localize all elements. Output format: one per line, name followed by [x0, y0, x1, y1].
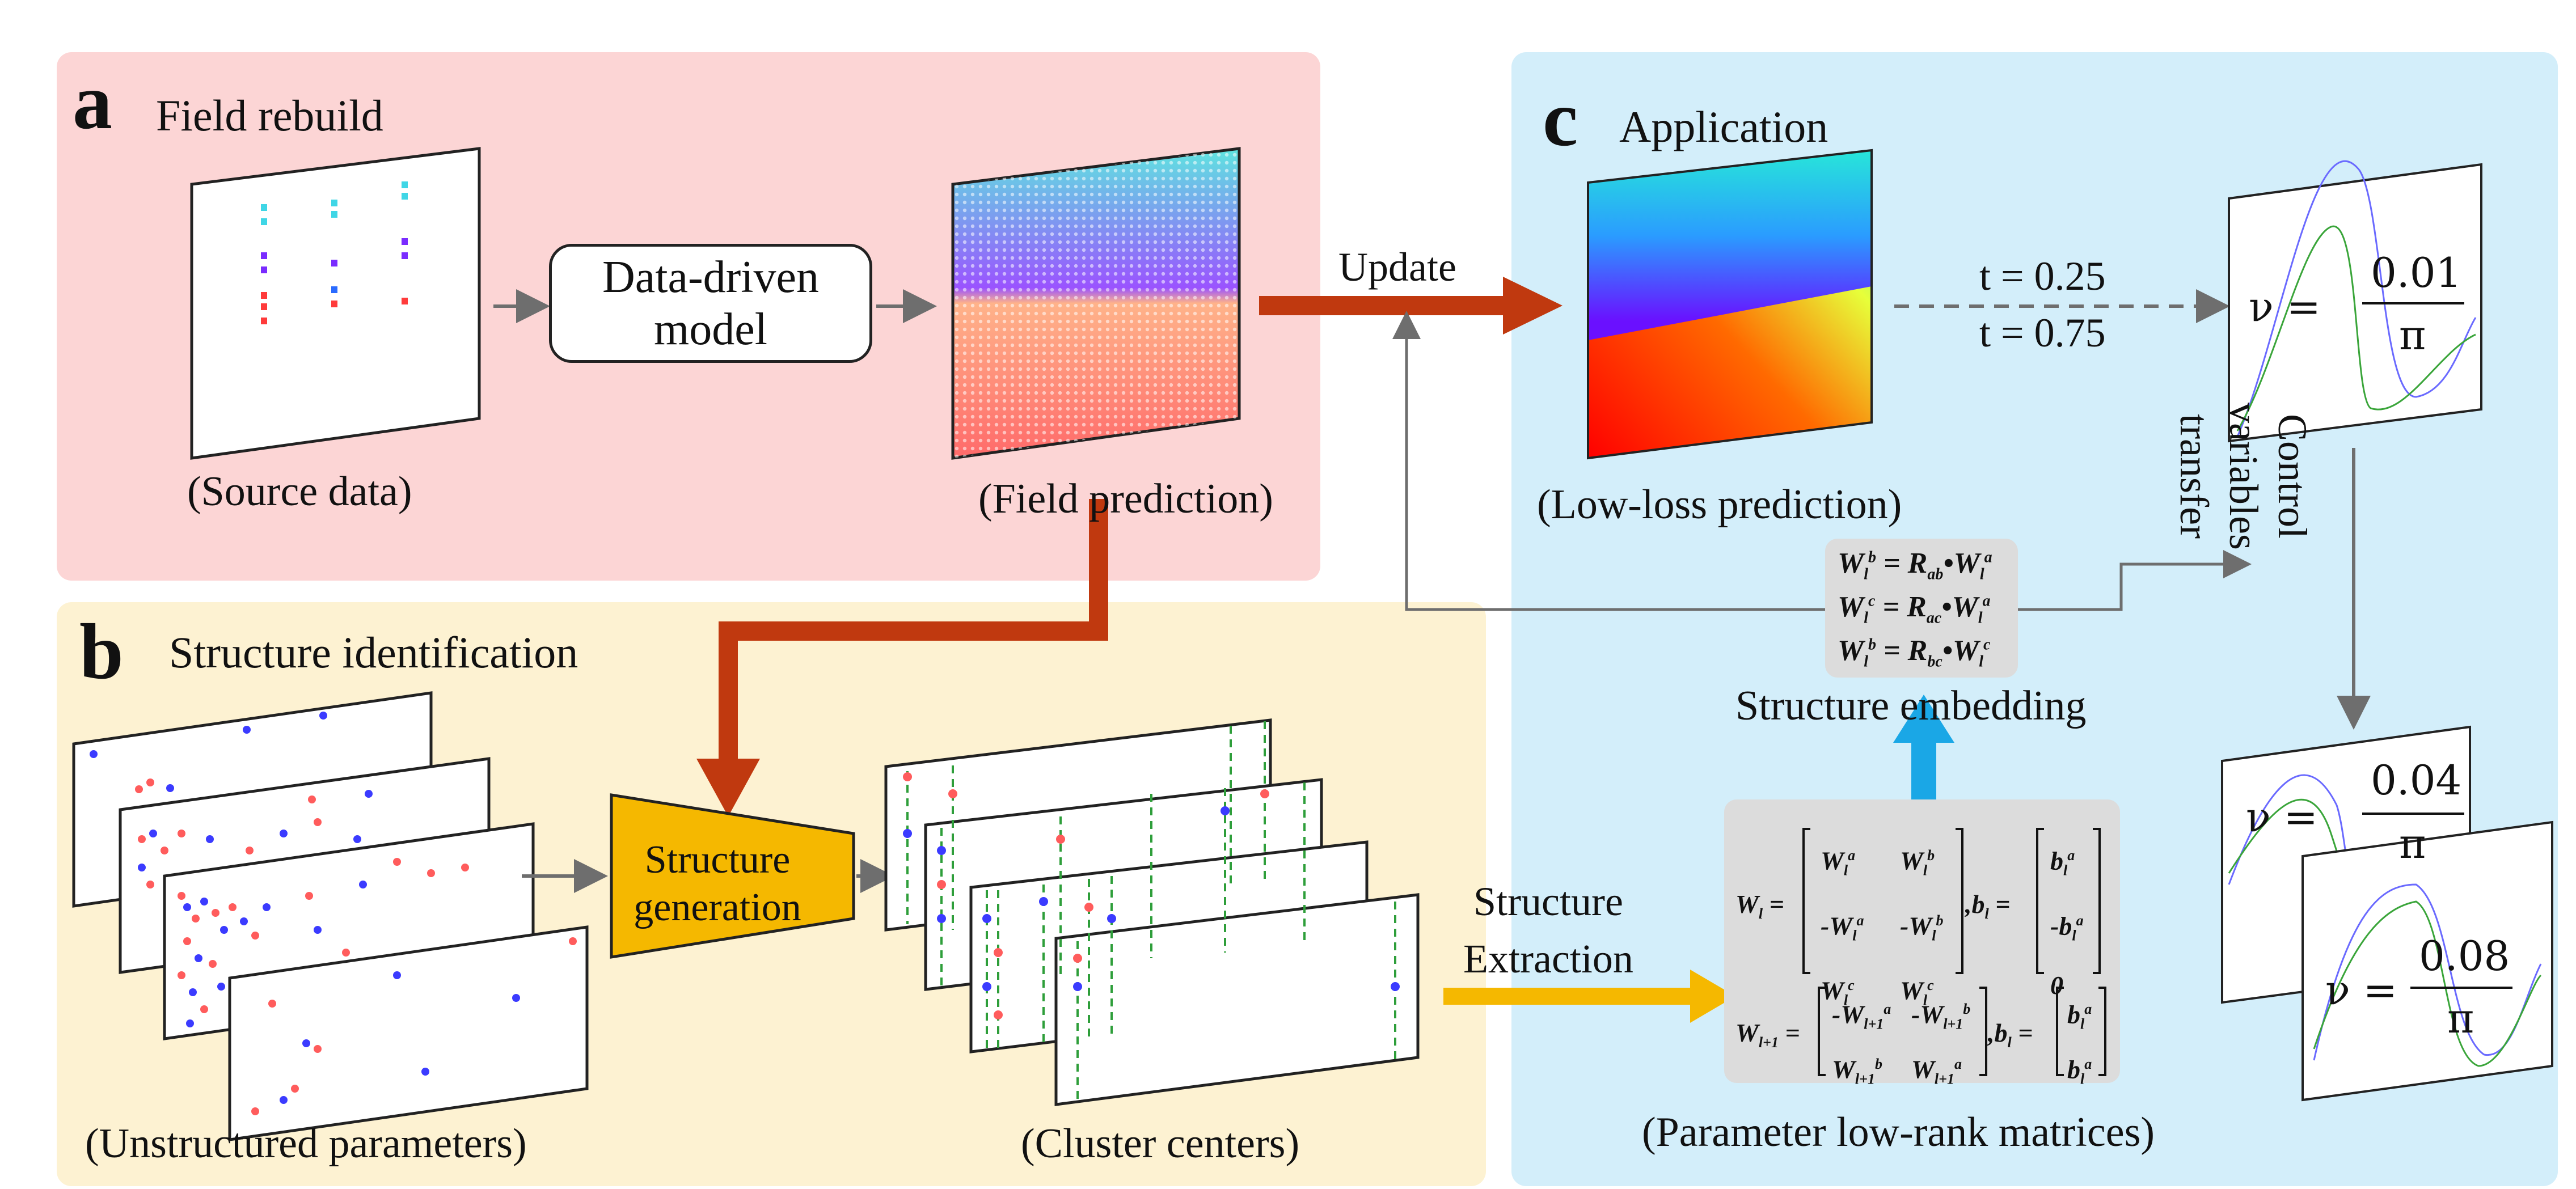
- control-label-line-1: Control: [2270, 413, 2315, 539]
- source-data-points: [261, 181, 408, 324]
- low-loss-prediction-image: [1587, 149, 1873, 460]
- time-label-2: t = 0.75: [1979, 310, 2106, 356]
- structure-embedding-caption: Structure embedding: [1735, 683, 2087, 729]
- cluster-center-sheets: [884, 718, 1420, 1106]
- control-variables-label: Control variables transfer: [2169, 306, 2317, 646]
- structure-extraction-label: Structure Extraction: [1463, 879, 1633, 981]
- nu-label-1: ν =: [2249, 283, 2321, 331]
- panel-c-letter: c: [1543, 75, 1578, 163]
- embedding-arrow: [1893, 695, 1954, 801]
- field-to-generation-arrow: [696, 499, 1108, 816]
- nu-value-3: 0.08: [2419, 932, 2510, 980]
- solution-sheet-3: [2301, 820, 2553, 1102]
- panel-c-title: Application: [1619, 102, 1828, 151]
- cluster-center-dots: [903, 772, 1400, 1019]
- solution-sheet-1: [2228, 160, 2482, 443]
- pi-2: π: [2399, 820, 2426, 868]
- control-label-line-2: variables: [2220, 403, 2266, 550]
- nu-label-2: ν =: [2246, 793, 2318, 841]
- source-data-caption: (Source data): [187, 468, 412, 515]
- unstructured-parameters-caption: (Unstructured parameters): [85, 1120, 527, 1167]
- nu-value-1: 0.01: [2371, 249, 2462, 297]
- update-arrow: [1259, 277, 1563, 335]
- pi-1: π: [2399, 311, 2426, 359]
- source-data-sheet: [190, 147, 481, 460]
- nu-label-3: ν =: [2325, 966, 2397, 1014]
- structure-generation-label: Structure generation: [634, 838, 801, 929]
- embedding-eq-1: Wlb = Rab•Wla: [1838, 547, 1992, 583]
- nu-value-2: 0.04: [2371, 756, 2462, 804]
- data-driven-model-box: Data-driven model: [549, 244, 872, 363]
- lowrank-matrices-caption: (Parameter low-rank matrices): [1642, 1109, 2155, 1156]
- embedding-eq-3: Wlb = Rbc•Wlc: [1838, 634, 1991, 671]
- parameter-dots: [90, 712, 577, 1115]
- embedding-equation-box: [1825, 539, 2018, 678]
- low-loss-prediction-caption: (Low-loss prediction): [1537, 481, 1902, 528]
- field-prediction-caption: (Field prediction): [978, 476, 1273, 522]
- embedding-eq-2: Wlc = Rac•Wla: [1838, 591, 1991, 627]
- panel-a-title: Field rebuild: [156, 91, 383, 140]
- pi-3: π: [2447, 995, 2474, 1042]
- time-label-1: t = 0.25: [1979, 253, 2106, 299]
- structure-generation-trapezoid: [610, 793, 855, 959]
- control-label-line-3: transfer: [2172, 414, 2218, 539]
- unstructured-sheets: [72, 691, 589, 1141]
- panel-b-letter: b: [79, 608, 124, 696]
- panel-b-title: Structure identification: [169, 628, 578, 677]
- extraction-arrow: [1443, 970, 1735, 1023]
- panel-a-letter: a: [73, 58, 112, 146]
- field-prediction-sheet: [951, 147, 1241, 460]
- lowrank-matrix-box: [1724, 799, 2120, 1083]
- update-label: Update: [1338, 244, 1456, 290]
- cluster-centers-caption: (Cluster centers): [1021, 1120, 1300, 1167]
